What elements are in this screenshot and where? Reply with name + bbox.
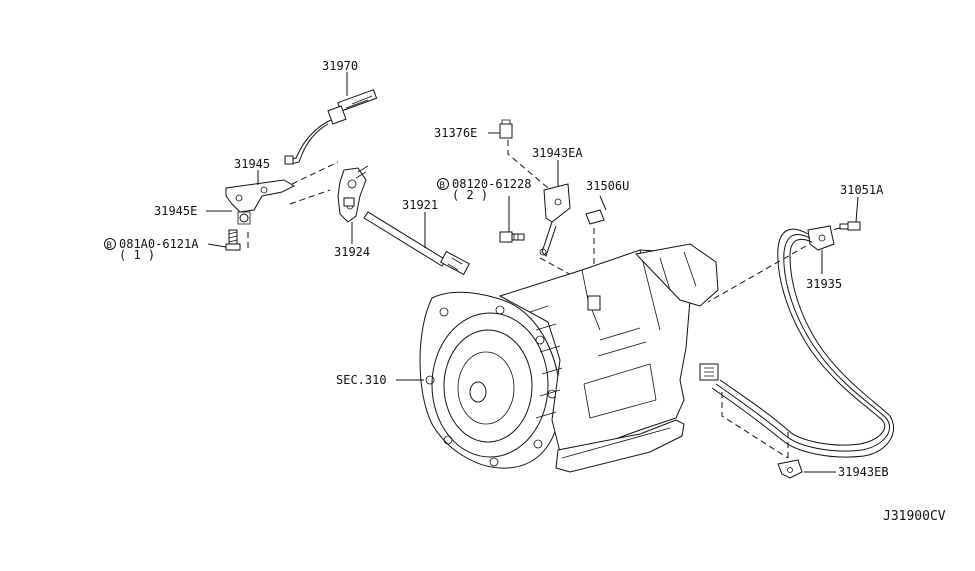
part-31943EB-clip (777, 459, 803, 479)
label-31935: 31935 (806, 277, 842, 291)
label-31943EA: 31943EA (532, 146, 583, 160)
diagram-code: J31900CV (883, 509, 946, 524)
label-31970: 31970 (322, 59, 358, 73)
part-31051A-bolt (839, 221, 861, 231)
bolt-symbol-081A0: B (104, 238, 116, 251)
label-31506U: 31506U (586, 179, 629, 193)
label-31945: 31945 (234, 157, 270, 171)
label-08120-61228: 08120-61228 (452, 177, 531, 191)
label-08120-qty: ( 2 ) (452, 188, 488, 202)
part-31970-sensor (284, 89, 378, 165)
part-31506U-plug (585, 209, 605, 225)
bolt-symbol-08120: B (437, 178, 449, 191)
label-31945E: 31945E (154, 204, 197, 218)
label-31376E: 31376E (434, 126, 477, 140)
part-31943EA-bracket (539, 183, 571, 257)
part-31945-bracket (225, 179, 296, 225)
label-31051A: 31051A (840, 183, 884, 197)
svg-text:B: B (440, 181, 445, 191)
part-31376E-clip (499, 119, 513, 139)
part-31924-lever (337, 165, 369, 223)
label-31921: 31921 (402, 198, 438, 212)
label-31924: 31924 (334, 245, 370, 259)
label-081A0-qty: ( 1 ) (119, 248, 155, 262)
part-081A0-bolt (225, 229, 241, 251)
part-31935-harness (699, 225, 895, 458)
label-31943EB: 31943EB (838, 465, 889, 479)
label-sec310: SEC.310 (336, 373, 387, 387)
part-08120-bolt (499, 231, 525, 243)
label-081A0-6121A: 081A0-6121A (119, 237, 199, 251)
part-31921-rod (363, 211, 470, 276)
transmission-assembly (419, 243, 719, 473)
svg-text:B: B (107, 241, 112, 251)
